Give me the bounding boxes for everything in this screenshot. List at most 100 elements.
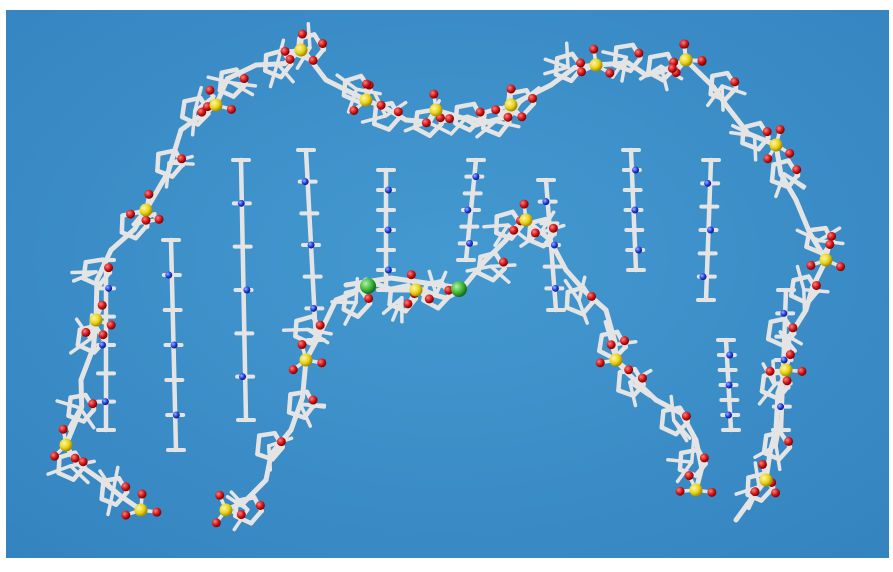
bond bbox=[75, 327, 83, 348]
nitrogen-atom bbox=[780, 309, 788, 317]
oxygen-atom bbox=[308, 395, 318, 405]
oxygen-atom bbox=[376, 100, 386, 110]
bond bbox=[263, 52, 269, 73]
phosphorus-atom bbox=[519, 213, 533, 227]
bond bbox=[476, 254, 483, 276]
bond bbox=[616, 388, 636, 399]
oxygen-atom bbox=[58, 424, 68, 434]
oxygen-atom bbox=[444, 114, 454, 124]
bond bbox=[66, 395, 73, 418]
oxygen-atom bbox=[297, 29, 307, 39]
bond bbox=[248, 508, 264, 526]
oxygen-atom bbox=[797, 366, 807, 376]
bond bbox=[678, 447, 701, 456]
oxygen-atom bbox=[675, 486, 685, 496]
bond bbox=[164, 161, 171, 189]
oxygen-atom bbox=[126, 209, 136, 219]
bond bbox=[449, 114, 470, 136]
bond bbox=[669, 394, 676, 423]
bond bbox=[476, 270, 496, 283]
bond bbox=[232, 507, 250, 532]
nitrogen-atom bbox=[777, 403, 785, 411]
nitrogen-atom bbox=[472, 173, 480, 181]
oxygen-atom bbox=[152, 507, 162, 517]
bond bbox=[421, 282, 429, 303]
nitrogen-atom bbox=[631, 206, 639, 214]
oxygen-atom bbox=[308, 55, 318, 65]
oxygen-atom bbox=[606, 340, 616, 350]
bond bbox=[119, 230, 138, 241]
oxygen-atom bbox=[121, 482, 131, 492]
oxygen-atom bbox=[88, 399, 98, 409]
bond bbox=[745, 475, 751, 498]
nitrogen-atom bbox=[237, 199, 245, 207]
bond bbox=[553, 72, 574, 84]
oxygen-atom bbox=[765, 366, 775, 376]
bond bbox=[330, 300, 358, 305]
oxygen-atom bbox=[506, 84, 516, 94]
bond bbox=[108, 226, 138, 253]
bond bbox=[179, 99, 187, 120]
oxygen-atom bbox=[276, 437, 286, 447]
oxygen-atom bbox=[620, 336, 630, 346]
bond bbox=[286, 392, 293, 415]
oxygen-atom bbox=[519, 199, 529, 209]
oxygen-atom bbox=[517, 112, 527, 122]
oxygen-atom bbox=[97, 300, 107, 310]
oxygen-atom bbox=[498, 257, 508, 267]
oxygen-atom bbox=[757, 459, 767, 469]
bond bbox=[475, 119, 498, 139]
bond bbox=[217, 88, 236, 99]
phosphorus-atom bbox=[89, 313, 103, 327]
oxygen-atom bbox=[577, 67, 587, 77]
phosphorus-atom bbox=[759, 473, 773, 487]
phosphorus-atom bbox=[779, 363, 793, 377]
bond bbox=[435, 293, 453, 311]
bond bbox=[278, 61, 294, 80]
oxygen-atom bbox=[50, 451, 60, 461]
bond bbox=[386, 115, 402, 132]
oxygen-atom bbox=[509, 225, 519, 235]
bond bbox=[543, 65, 570, 76]
bond bbox=[71, 270, 98, 283]
bond bbox=[119, 213, 125, 235]
oxygen-atom bbox=[475, 107, 485, 117]
bond bbox=[298, 402, 313, 428]
oxygen-atom bbox=[255, 500, 265, 510]
oxygen-atom bbox=[226, 104, 236, 114]
bond bbox=[731, 123, 757, 138]
oxygen-atom bbox=[318, 39, 328, 49]
bond bbox=[193, 85, 203, 113]
oxygen-atom bbox=[121, 510, 131, 520]
oxygen-atom bbox=[827, 231, 837, 241]
oxygen-atom bbox=[684, 471, 694, 481]
phosphorus-atom bbox=[59, 438, 73, 452]
bond bbox=[323, 77, 357, 97]
bond bbox=[614, 42, 636, 50]
bond bbox=[753, 443, 778, 460]
oxygen-atom bbox=[680, 39, 690, 49]
bond bbox=[465, 264, 493, 273]
bond bbox=[646, 54, 653, 75]
oxygen-atom bbox=[750, 487, 760, 497]
oxygen-atom bbox=[288, 365, 298, 375]
bond bbox=[776, 445, 793, 462]
oxygen-atom bbox=[697, 55, 707, 65]
bond bbox=[482, 223, 510, 229]
bond bbox=[346, 87, 359, 114]
nitrogen-atom bbox=[699, 273, 707, 281]
bond bbox=[270, 445, 285, 462]
bond bbox=[741, 120, 763, 130]
oxygen-atom bbox=[762, 127, 772, 137]
bond bbox=[563, 278, 581, 303]
nitrogen-atom bbox=[99, 341, 107, 349]
nitrogen-atom bbox=[310, 304, 318, 312]
bond bbox=[543, 57, 570, 69]
nitrogen-atom bbox=[101, 398, 109, 406]
oxygen-atom bbox=[424, 294, 434, 304]
bond bbox=[381, 295, 404, 316]
oxygen-atom bbox=[782, 376, 792, 386]
nitrogen-atom bbox=[105, 284, 113, 292]
bond bbox=[625, 60, 649, 78]
oxygen-atom bbox=[707, 487, 717, 497]
